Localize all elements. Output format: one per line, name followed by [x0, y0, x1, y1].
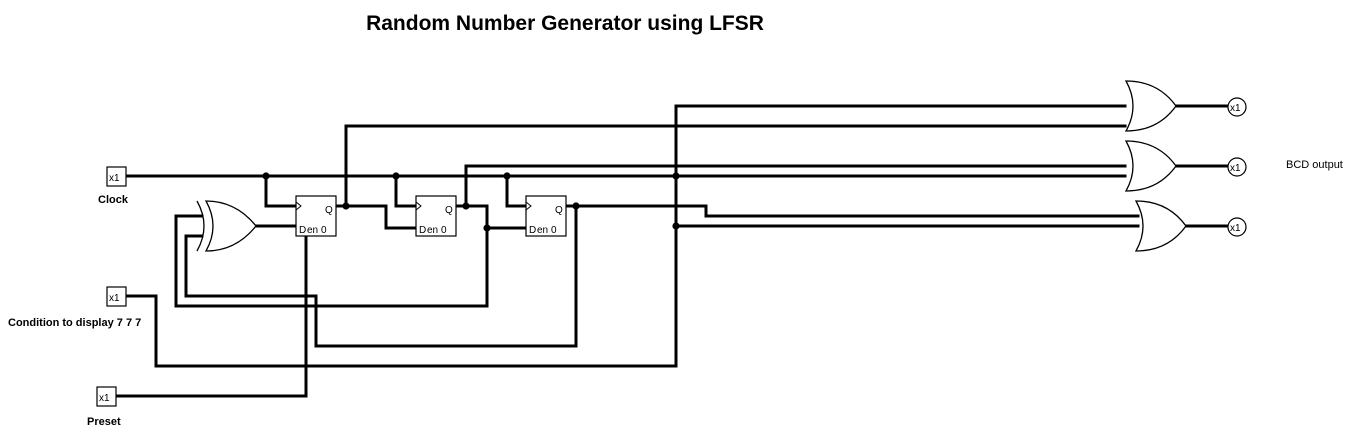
input-pin-text: x1	[109, 293, 120, 304]
junction-dot	[392, 172, 400, 180]
input-label-condition: Condition to display 7 7 7	[8, 317, 142, 329]
wire-or1-top	[674, 104, 1127, 368]
input-pin-condition[interactable]: x1	[106, 286, 127, 307]
input-pin-preset[interactable]: x1	[96, 386, 117, 407]
flipflop-pin-en: en	[307, 225, 318, 236]
or-gate-3[interactable]	[1134, 200, 1187, 252]
junction-dot	[572, 202, 580, 210]
output-pin-text: x1	[1230, 103, 1241, 114]
wire-clock-ff2	[394, 174, 418, 208]
input-pin-clock[interactable]: x1	[106, 166, 127, 187]
junction-dot	[672, 222, 680, 230]
wire-clock-ff3	[505, 174, 528, 208]
junctions	[262, 172, 680, 232]
output-pin-text: x1	[1230, 223, 1241, 234]
flipflop-pin-q: Q	[445, 205, 453, 216]
output-pin-text: x1	[1230, 163, 1241, 174]
wire-q2-feedback	[174, 214, 489, 308]
or-gate-2[interactable]	[1124, 140, 1177, 192]
flipflop-pin-d: D	[299, 225, 306, 236]
or-gate-1[interactable]	[1124, 80, 1177, 132]
wire-condition	[126, 294, 678, 368]
wire-preset	[116, 234, 308, 398]
output-pin-3[interactable]: x1	[1227, 217, 1247, 237]
wire-q2-or2	[454, 164, 1127, 208]
page-title: Random Number Generator using LFSR	[366, 12, 764, 35]
flipflop-pin-zero: 0	[321, 225, 327, 236]
flipflop-pin-d: D	[529, 225, 536, 236]
junction-dot	[462, 202, 470, 210]
input-label-clock: Clock	[98, 194, 128, 206]
wire-q2-d3	[464, 204, 528, 230]
output-pin-2[interactable]: x1	[1227, 157, 1247, 177]
flipflop-pin-en: en	[537, 225, 548, 236]
junction-dot	[672, 172, 680, 180]
flipflop-pin-zero: 0	[441, 225, 447, 236]
wire-clock-ff1	[264, 174, 298, 208]
flipflop-2[interactable]: Q D en 0	[415, 195, 457, 237]
junction-dot	[483, 224, 491, 232]
output-pin-1[interactable]: x1	[1227, 97, 1247, 117]
flipflop-pin-zero: 0	[551, 225, 557, 236]
junction-dot	[262, 172, 270, 180]
flipflop-pin-d: D	[419, 225, 426, 236]
flipflop-pin-q: Q	[325, 205, 333, 216]
wire-q3-feedback	[184, 204, 578, 348]
wires	[116, 104, 1230, 398]
wire-q3-or3	[564, 204, 1140, 218]
xor-gate[interactable]	[196, 200, 257, 252]
flipflop-pin-en: en	[427, 225, 438, 236]
output-label: BCD output	[1286, 159, 1343, 171]
junction-dot	[342, 202, 350, 210]
wire-q1-d2	[344, 204, 418, 230]
wire-q1-or1	[334, 124, 1127, 208]
junction-dot	[503, 172, 511, 180]
input-label-preset: Preset	[87, 416, 121, 428]
input-pin-text: x1	[109, 173, 120, 184]
flipflop-3[interactable]: Q D en 0	[525, 195, 567, 237]
input-pin-text: x1	[99, 393, 110, 404]
flipflop-1[interactable]: Q D en 0	[295, 195, 337, 237]
flipflop-pin-q: Q	[555, 205, 563, 216]
